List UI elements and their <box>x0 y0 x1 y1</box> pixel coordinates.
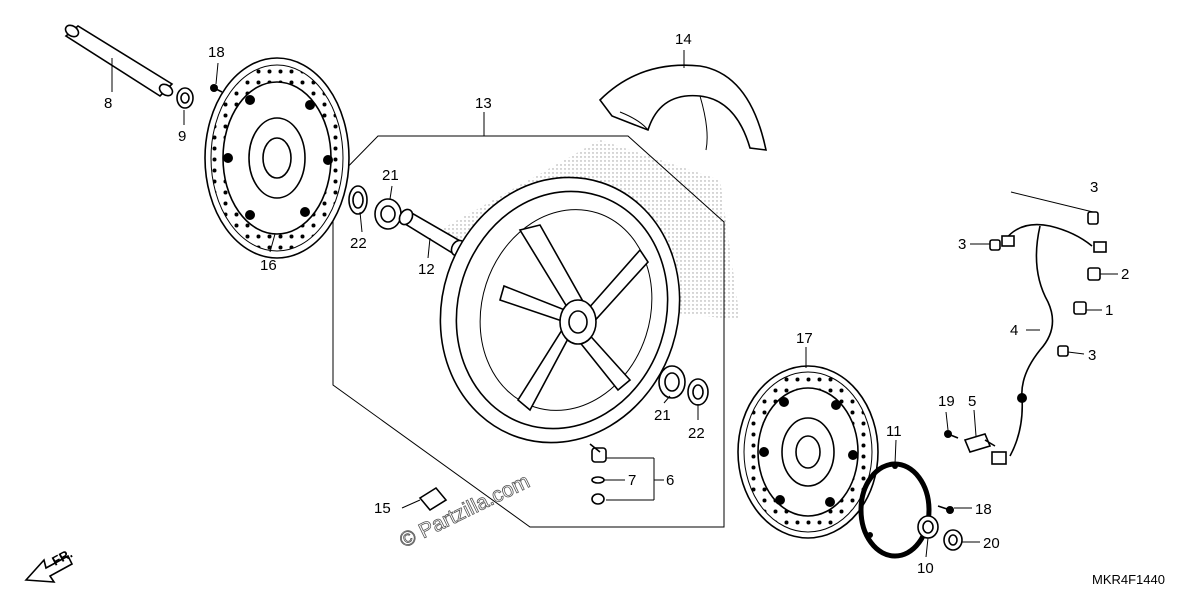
callout-6: 6 <box>666 472 674 489</box>
valve-assembly <box>589 443 607 505</box>
balance-weight <box>418 486 448 512</box>
watermark: © Partzilla.com <box>396 470 533 553</box>
callout-12: 12 <box>418 261 435 278</box>
collar-10 <box>917 515 939 539</box>
callout-16: 16 <box>260 257 277 274</box>
clamp-3-mid <box>989 239 1001 251</box>
callout-10: 10 <box>917 560 934 577</box>
leader-lines <box>111 50 1118 558</box>
callout-9: 9 <box>178 128 186 145</box>
clip-1 <box>1073 301 1087 315</box>
callout-14: 14 <box>675 31 692 48</box>
tire <box>598 64 768 151</box>
callout-4: 4 <box>1010 322 1018 339</box>
callout-1: 1 <box>1105 302 1113 319</box>
callout-21-top: 21 <box>382 167 399 184</box>
callout-11: 11 <box>886 423 902 440</box>
sensor-stay <box>963 433 996 453</box>
clamp-3-low <box>1057 345 1069 357</box>
pulser-ring <box>858 461 932 559</box>
brake-disc-right <box>737 365 879 539</box>
bearing-bottom <box>658 365 686 399</box>
dust-seal-bottom <box>687 378 709 406</box>
disc-bolt-bottom <box>937 505 954 514</box>
callout-17: 17 <box>796 330 813 347</box>
callout-22-bottom: 22 <box>688 425 705 442</box>
callout-13: 13 <box>475 95 492 112</box>
bolt-19 <box>944 430 959 439</box>
callout-18-top: 18 <box>208 44 225 61</box>
clip-2 <box>1087 267 1101 281</box>
brake-disc-left <box>204 57 350 259</box>
callout-18-bottom: 18 <box>975 501 992 518</box>
bearing-top <box>374 198 402 230</box>
axle-nut <box>943 529 963 551</box>
clamp-3-top <box>1087 211 1099 225</box>
callout-3-low: 3 <box>1088 347 1096 364</box>
dust-seal-top <box>348 185 368 215</box>
callout-21-bottom: 21 <box>654 407 671 424</box>
callout-15: 15 <box>374 500 391 517</box>
callout-2: 2 <box>1121 266 1129 283</box>
callout-19: 19 <box>938 393 955 410</box>
callout-3-mid: 3 <box>958 236 966 253</box>
callout-8: 8 <box>104 95 112 112</box>
callout-20: 20 <box>983 535 1000 552</box>
callout-22-top: 22 <box>350 235 367 252</box>
callout-3-top: 3 <box>1090 179 1098 196</box>
front-direction-arrow: FR. <box>24 546 75 583</box>
front-axle <box>64 24 174 98</box>
speed-sensor-cable <box>991 223 1107 465</box>
callout-7: 7 <box>628 472 636 489</box>
collar-9 <box>176 87 194 109</box>
diagram-code: MKR4F1440 <box>1092 572 1165 587</box>
disc-bolt-top <box>210 84 223 93</box>
callout-5: 5 <box>968 393 976 410</box>
front-wheel <box>439 176 681 444</box>
callout-labels: 8 9 18 16 14 13 21 22 12 21 22 7 6 15 17… <box>104 31 1129 577</box>
